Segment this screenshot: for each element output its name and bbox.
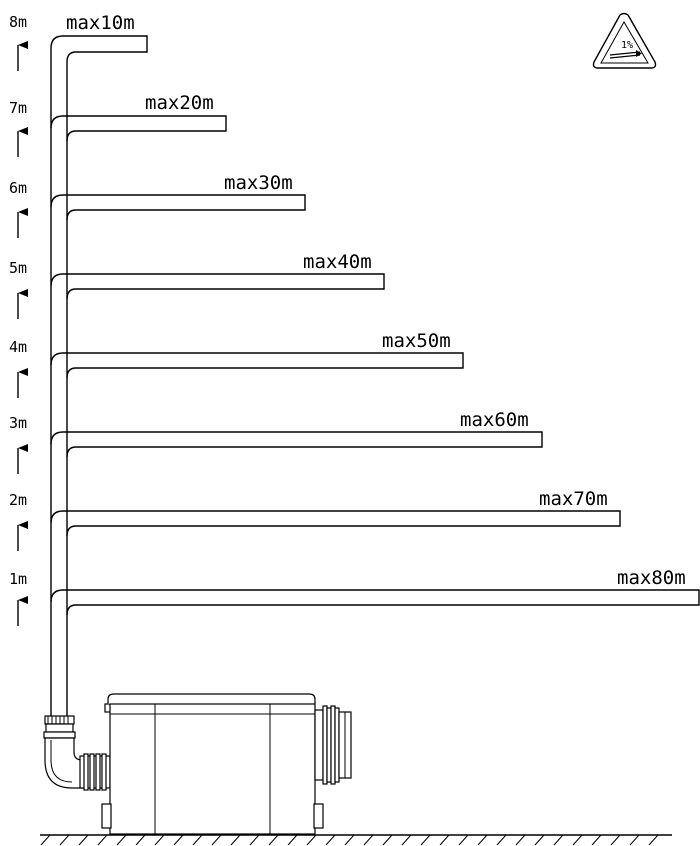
ground-hatch-line	[591, 834, 602, 846]
ground-floor	[40, 834, 672, 846]
ground-hatch-line	[344, 834, 355, 846]
pump-tank	[101, 693, 324, 835]
run-label-max60m: max60m	[460, 409, 529, 431]
ground-hatch-line	[306, 834, 317, 846]
run-label-max40m: max40m	[303, 251, 372, 273]
run-label-max30m: max30m	[224, 172, 293, 194]
discharge-branch-30m: max30m	[50, 172, 306, 221]
ground-hatch-line	[420, 834, 431, 846]
ground-hatch-line	[97, 834, 108, 846]
ground-hatch-line	[116, 834, 127, 846]
discharge-branch-50m: max50m	[50, 330, 464, 379]
ground-hatch-line	[496, 834, 507, 846]
ground-hatch-line	[553, 834, 564, 846]
discharge-branch-40m: max40m	[50, 251, 385, 300]
height-label-3m: 3m	[9, 414, 27, 432]
ground-hatch-line	[458, 834, 469, 846]
slope-sign-icon: 1%	[592, 12, 657, 69]
height-label-2m: 2m	[9, 491, 27, 509]
ground-hatch-line	[173, 834, 184, 846]
height-label-4m: 4m	[9, 338, 27, 356]
ground-hatch-line	[59, 834, 70, 846]
ground-hatch-line	[401, 834, 412, 846]
height-label-8m: 8m	[9, 13, 27, 31]
side-outlet	[314, 705, 352, 785]
ground-hatch-line	[287, 834, 298, 846]
discharge-branch-20m: max20m	[50, 92, 227, 142]
ground-hatch-line	[325, 834, 336, 846]
ground-hatch-line	[534, 834, 545, 846]
ground-hatch-line	[78, 834, 89, 846]
ground-hatch-line	[439, 834, 450, 846]
height-label-6m: 6m	[9, 179, 27, 197]
height-label-7m: 7m	[9, 99, 27, 117]
ground-hatch-line	[515, 834, 526, 846]
riser-pipe	[50, 35, 148, 722]
ground-hatch-line	[572, 834, 583, 846]
run-label-max10m: max10m	[66, 12, 135, 34]
ground-hatch-line	[192, 834, 203, 846]
slope-sign-text: 1%	[621, 40, 633, 51]
ground-hatch-line	[648, 834, 659, 846]
height-label-5m: 5m	[9, 259, 27, 277]
ground-hatch-line	[629, 834, 640, 846]
ground-hatch-line	[40, 834, 51, 846]
discharge-branch-80m: max80m	[50, 567, 700, 616]
run-label-max70m: max70m	[539, 488, 608, 510]
run-label-max50m: max50m	[382, 330, 451, 352]
ground-hatch-line	[610, 834, 621, 846]
run-label-max20m: max20m	[145, 92, 214, 114]
discharge-elbow	[43, 715, 86, 789]
ground-hatch-line	[268, 834, 279, 846]
height-label-1m: 1m	[9, 570, 27, 588]
ground-hatch-line	[249, 834, 260, 846]
ground-hatch-line	[382, 834, 393, 846]
ground-hatch-line	[230, 834, 241, 846]
ground-hatch-line	[154, 834, 165, 846]
discharge-branch-60m: max60m	[50, 409, 543, 458]
inlet-coupling	[79, 753, 111, 791]
run-label-max80m: max80m	[617, 567, 686, 589]
ground-hatch-line	[211, 834, 222, 846]
ground-hatch-line	[477, 834, 488, 846]
macerator-pump	[43, 693, 352, 835]
discharge-branch-70m: max70m	[50, 488, 621, 537]
ground-hatch-line	[135, 834, 146, 846]
height-scale: 8m 7m 6m 5m 4m 3m 2m 1m	[9, 13, 28, 626]
ground-hatch-line	[363, 834, 374, 846]
